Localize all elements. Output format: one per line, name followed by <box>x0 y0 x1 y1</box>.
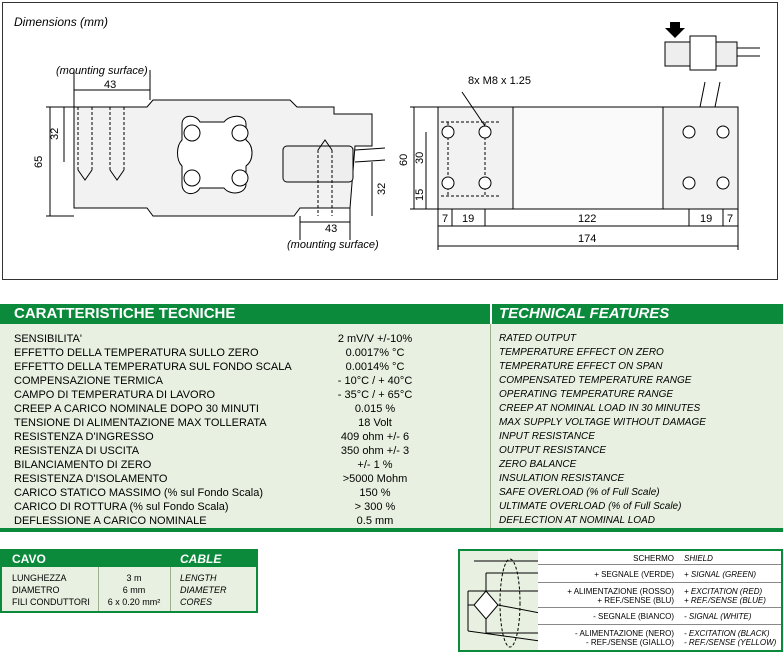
svg-text:43: 43 <box>104 79 116 91</box>
specs-table: SENSIBILITA'2 mV/V +/-10%RATED OUTPUT EF… <box>0 324 783 532</box>
mount-top-label: (mounting surface) <box>56 65 148 77</box>
svg-text:7: 7 <box>442 213 448 225</box>
load-arrow-icon <box>665 22 685 38</box>
spec-row: EFFETTO DELLA TEMPERATURA SUL FONDO SCAL… <box>14 361 663 373</box>
svg-text:15: 15 <box>414 189 426 201</box>
svg-text:7: 7 <box>727 213 733 225</box>
svg-text:19: 19 <box>462 213 474 225</box>
spec-row: CARICO DI ROTTURA (% sul Fondo Scala)> 3… <box>14 501 682 513</box>
bridge-diagram <box>467 558 540 648</box>
specs-header-it: CARATTERISTICHE TECNICHE <box>14 305 236 322</box>
svg-text:43: 43 <box>325 223 337 235</box>
dimensions-drawing <box>2 2 778 280</box>
cable-header-en: CABLE <box>180 552 222 566</box>
svg-text:32: 32 <box>376 183 388 195</box>
svg-text:122: 122 <box>578 213 596 225</box>
cable-header-it: CAVO <box>12 552 46 566</box>
drawing-title: Dimensions (mm) <box>14 15 109 29</box>
svg-text:30: 30 <box>414 152 426 164</box>
spec-row: SENSIBILITA'2 mV/V +/-10%RATED OUTPUT <box>14 333 577 345</box>
specs-header: CARATTERISTICHE TECNICHE TECHNICAL FEATU… <box>0 304 783 324</box>
spec-row: CARICO STATICO MASSIMO (% sul Fondo Scal… <box>14 487 660 499</box>
spec-row: BILANCIAMENTO DI ZERO+/- 1 %ZERO BALANCE <box>14 459 577 471</box>
technical-drawing: (mounting surface) 43 32 65 32 43 (mount… <box>33 22 760 251</box>
svg-text:32: 32 <box>49 128 61 140</box>
svg-text:174: 174 <box>578 233 596 245</box>
svg-text:65: 65 <box>33 156 45 168</box>
mount-bottom-label: (mounting surface) <box>287 239 379 251</box>
cable-header: CAVO CABLE <box>2 551 256 567</box>
specs-header-en: TECHNICAL FEATURES <box>499 305 670 322</box>
spec-row: CAMPO DI TEMPERATURA DI LAVORO- 35°C / +… <box>14 389 674 401</box>
thread-label: 8x M8 x 1.25 <box>468 75 531 87</box>
svg-text:60: 60 <box>398 154 410 166</box>
svg-text:19: 19 <box>700 213 712 225</box>
